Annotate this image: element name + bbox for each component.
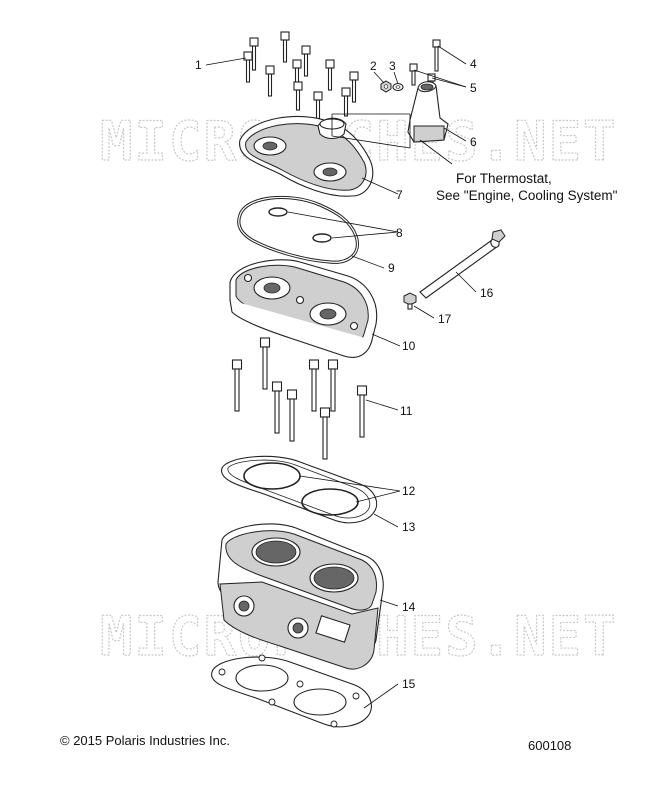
fitting-part-17 — [403, 292, 417, 310]
thermostat-note: For Thermostat, See "Engine, Cooling Sys… — [436, 171, 618, 203]
head-cover-bolts — [243, 31, 359, 121]
nut-part-2 — [380, 80, 392, 93]
washer-part-3 — [392, 82, 404, 92]
stud-part-4 — [432, 39, 441, 72]
head-gasket-part-13 — [221, 455, 378, 524]
head-bolts-part-11 — [231, 337, 368, 460]
coolant-tube-part-16 — [419, 229, 506, 299]
cylinder-head-part-10 — [229, 259, 378, 358]
callout-3: 3 — [389, 59, 396, 73]
callout-16: 16 — [480, 286, 494, 300]
figure-number: 600108 — [528, 738, 571, 753]
copyright-text: © 2015 Polaris Industries Inc. — [60, 733, 230, 748]
callout-10: 10 — [402, 339, 416, 353]
callout-13: 13 — [402, 520, 416, 534]
note-line-2: See "Engine, Cooling System" — [436, 188, 618, 203]
callout-11: 11 — [400, 404, 413, 418]
thermostat-housing-part-6 — [407, 81, 449, 143]
callout-5: 5 — [470, 81, 477, 95]
oring-gasket-part-9 — [237, 195, 359, 264]
cylinder-block-part-14 — [217, 523, 384, 670]
leader-lines — [205, 45, 477, 709]
callout-9: 9 — [388, 261, 395, 275]
inner-orings-part-8 — [268, 207, 332, 243]
callout-6: 6 — [470, 135, 477, 149]
callout-4: 4 — [470, 57, 477, 71]
callout-14: 14 — [402, 600, 416, 614]
callout-15: 15 — [402, 677, 416, 691]
callout-2: 2 — [370, 59, 377, 73]
callout-17: 17 — [438, 312, 452, 326]
note-line-1: For Thermostat, — [456, 171, 552, 186]
callout-12: 12 — [402, 484, 416, 498]
callout-8: 8 — [396, 226, 403, 240]
callout-labels: 1 2 3 4 5 6 7 8 9 10 11 12 13 14 15 16 1… — [195, 57, 494, 691]
base-gasket-part-15 — [211, 654, 372, 728]
callout-7: 7 — [396, 188, 403, 202]
callout-1: 1 — [195, 58, 202, 72]
